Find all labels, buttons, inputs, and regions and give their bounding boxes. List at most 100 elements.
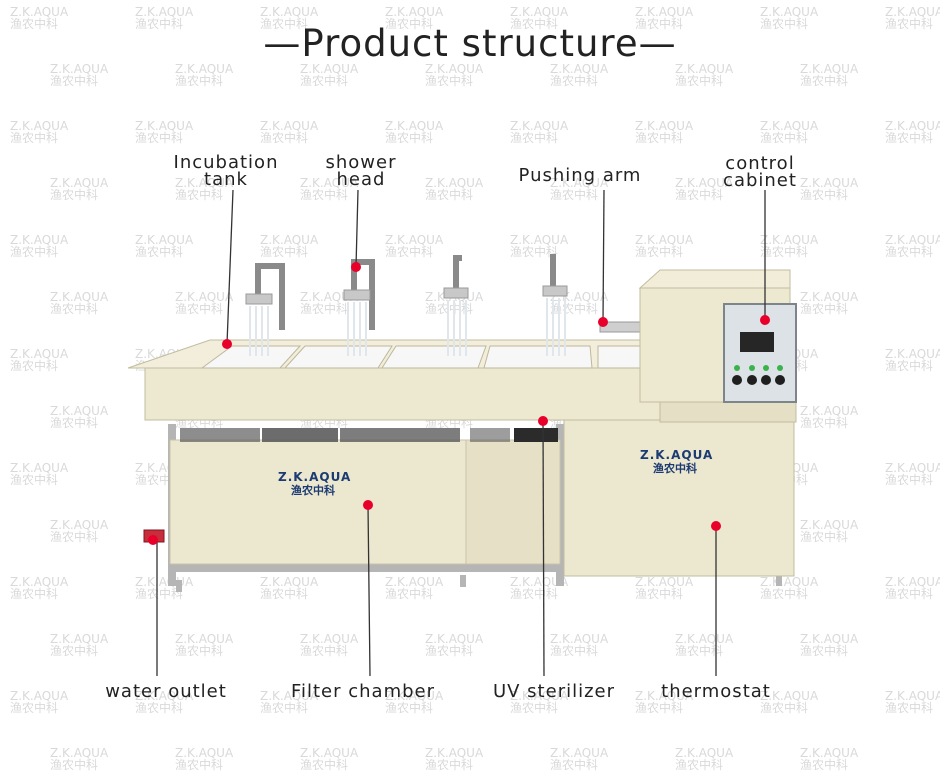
- tank-compartments: [200, 345, 667, 369]
- label-filter-chamber: Filter chamber: [290, 681, 436, 702]
- red-markers: [148, 262, 770, 545]
- label-incubation-tank: Incubation tank: [166, 154, 286, 190]
- label-thermostat: thermostat: [661, 681, 771, 702]
- filter-media: [180, 428, 558, 442]
- shower-heads: [245, 285, 568, 305]
- marker-incubation-tank: [222, 339, 232, 349]
- label-shower-head: shower head: [311, 154, 411, 189]
- label-control-cabinet: control cabinet: [710, 153, 810, 191]
- marker-pushing-arm: [598, 317, 608, 327]
- filter-chamber-body: [169, 439, 467, 565]
- marker-shower-head: [351, 262, 361, 272]
- leader-lines: [156, 189, 766, 677]
- brand-logo-thermostat: Z.K.AQUA 渔农中科: [640, 448, 712, 476]
- label-line: tank: [204, 169, 248, 190]
- label-line: cabinet: [723, 170, 797, 191]
- thermostat-body: [563, 419, 795, 577]
- brand-logo-cn: 渔农中科: [291, 484, 335, 497]
- marker-filter-chamber: [363, 500, 373, 510]
- incubation-tank-body: [144, 367, 669, 421]
- shower-pipes: [255, 254, 556, 330]
- marker-thermostat: [711, 521, 721, 531]
- brand-logo-filter-chamber: Z.K.AQUA 渔农中科: [278, 470, 350, 498]
- brand-logo-cn: 渔农中科: [653, 462, 697, 475]
- water-streams: [249, 298, 566, 356]
- label-line: control: [725, 153, 795, 174]
- label-uv-sterilizer: UV sterilizer: [492, 681, 616, 702]
- label-water-outlet: water outlet: [105, 681, 227, 702]
- marker-control-cabinet: [760, 315, 770, 325]
- control-panel: [723, 303, 797, 403]
- page-title: —Product structure—: [263, 22, 677, 65]
